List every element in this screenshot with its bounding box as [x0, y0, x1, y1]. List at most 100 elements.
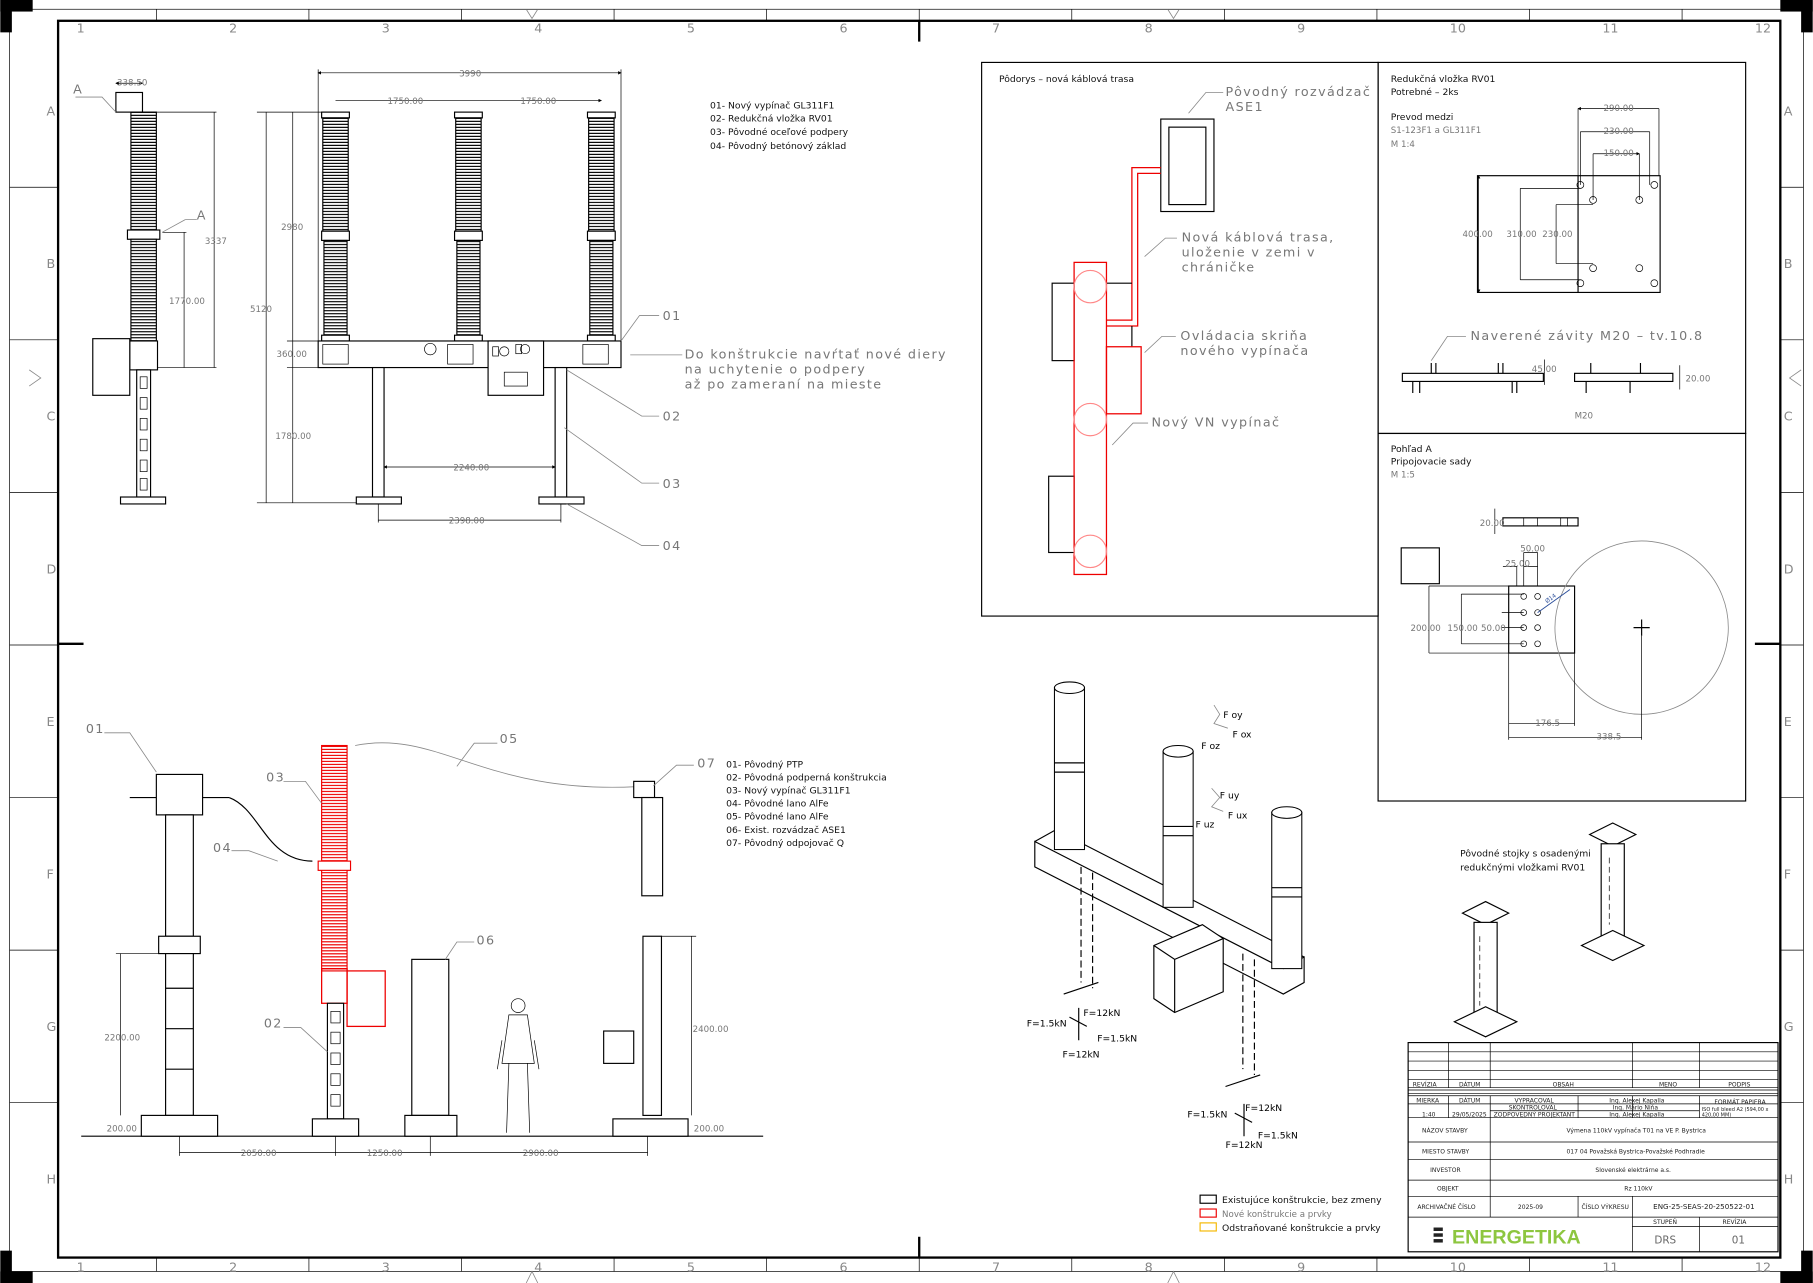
tb-header: OBSAH	[1553, 1082, 1574, 1089]
load-label: F=12kN	[1083, 1008, 1120, 1019]
plan-label: uloženie v zemi v	[1182, 245, 1316, 260]
force-label: F oz	[1201, 741, 1220, 752]
dim-label: 2200.00	[104, 1033, 140, 1043]
grid-column-label: 2	[229, 1259, 237, 1274]
grid-column-label: 3	[382, 20, 390, 35]
load-label: F=1.5kN	[1258, 1131, 1298, 1142]
dim-label: 1780.00	[275, 432, 311, 442]
plan-label: ASE1	[1226, 99, 1264, 114]
view-a-title: M 1:5	[1391, 470, 1415, 480]
logo-text: ENERGETIKA	[1452, 1227, 1581, 1249]
callout-07: 07	[697, 755, 716, 770]
grid-column-label: 8	[1145, 20, 1153, 35]
grid-row-label: H	[1784, 1172, 1794, 1187]
parts-list-item: 05- Pôvodné lano AlFe	[726, 812, 829, 823]
plan-title: Pôdorys – nová káblová trasa	[999, 74, 1134, 85]
detail-subtitle: Prevod medzi	[1391, 112, 1454, 123]
tb-label: ARCHIVAČNÉ ČÍSLO	[1417, 1203, 1475, 1211]
tb-label: FORMÁT PAPIERA	[1714, 1099, 1766, 1106]
plan-label: Nový VN vypínač	[1152, 415, 1281, 430]
load-label: F=12kN	[1226, 1140, 1263, 1151]
isometric-view	[1034, 681, 1305, 1137]
grid-row-label: H	[47, 1172, 57, 1187]
dim-label: 50.00	[1520, 544, 1545, 554]
note-line: až po zameraní na mieste	[685, 376, 883, 391]
grid-row-label: D	[1784, 561, 1794, 576]
callout-05: 05	[500, 731, 519, 746]
dim-label: 2050.00	[241, 1149, 277, 1159]
callout-01: 01	[663, 308, 682, 323]
grid-column-label: 6	[839, 1259, 847, 1274]
person-figure	[496, 998, 540, 1133]
grid-column-label: 1	[77, 20, 85, 35]
dim-label: 400.00	[1462, 230, 1492, 240]
dim-label: 3337	[205, 237, 227, 247]
tb-label: STUPEŇ	[1653, 1219, 1677, 1226]
dim-label: 200.00	[107, 1125, 137, 1135]
force-label: F oy	[1223, 710, 1243, 721]
grid-column-label: 4	[534, 20, 542, 35]
dim-label: 230.00	[1542, 230, 1572, 240]
tb-label: MIESTO STAVBY	[1422, 1149, 1469, 1156]
parts-list-item: 04- Pôvodné lano AlFe	[726, 799, 829, 810]
parts-list-item: 04- Pôvodný betónový základ	[710, 141, 846, 152]
tb-value: Rz 110kV	[1624, 1186, 1653, 1193]
drawing-number: ENG-25-SEAS-20-250522-01	[1653, 1202, 1754, 1211]
tb-value: 29/05/2025	[1452, 1112, 1487, 1119]
section-label-a: A	[197, 208, 207, 223]
legend: Existujúce konštrukcie, bez zmeny Nové k…	[1199, 1194, 1382, 1234]
callout-04: 04	[213, 840, 232, 855]
dim-label: 20.00	[1480, 519, 1505, 529]
plan-label: Nová káblová trasa,	[1182, 230, 1335, 245]
callout-02: 02	[663, 409, 682, 424]
view-a-title: Pohľad A	[1391, 444, 1433, 455]
plan-label: nového vypínača	[1180, 343, 1309, 358]
grid-row-label: G	[1784, 1019, 1794, 1034]
detail-subtitle: S1-123F1 a GL311F1	[1391, 126, 1481, 136]
breaker-pole	[321, 111, 350, 342]
grid-column-label: 10	[1450, 1259, 1466, 1274]
grid-row-label: F	[47, 866, 54, 881]
dim-label: 5120	[250, 305, 272, 315]
breaker-pole	[586, 111, 616, 342]
grid-column-label: 3	[382, 1259, 390, 1274]
grid-column-label: 7	[992, 1259, 1000, 1274]
view-a-title: Pripojovacie sady	[1391, 457, 1472, 468]
force-label: F ox	[1232, 729, 1252, 740]
grid-column-label: 9	[1297, 1259, 1305, 1274]
load-label: F=12kN	[1063, 1050, 1100, 1061]
dim-label: 176.5	[1535, 719, 1560, 729]
dim-label: 2398.00	[449, 517, 485, 527]
parts-list-item: 03- Nový vypínač GL311F1	[726, 786, 851, 797]
view-a-detail	[1377, 432, 1747, 802]
dim-label: 45.00	[1532, 365, 1557, 375]
parts-list-item: 03- Pôvodné oceľové podpery	[710, 127, 849, 138]
plan-label: Pôvodný rozvádzač	[1226, 84, 1372, 99]
adapter-detail-view	[1377, 61, 1747, 435]
parts-list-item: 02- Pôvodná podperná konštrukcia	[726, 773, 887, 784]
tb-label: VYPRACOVAL	[1514, 1098, 1554, 1105]
tb-label: ČÍSLO VÝKRESU	[1582, 1204, 1629, 1211]
parts-list-item: 02- Redukčná vložka RV01	[710, 113, 833, 124]
dim-label: 200.00	[694, 1125, 724, 1135]
grid-row-label: G	[47, 1019, 57, 1034]
tb-value: 017 04 Považská Bystrica-Považské Podhra…	[1566, 1149, 1705, 1156]
parts-list-item: 07- Pôvodný odpojovač Q	[726, 838, 844, 849]
grid-row-label: A	[1784, 104, 1793, 119]
energetika-logo: ENERGETIKA	[1433, 1227, 1581, 1249]
tb-label: SKONTROLOVAL	[1509, 1105, 1558, 1112]
dim-label: M20	[1575, 411, 1593, 421]
note-line: Do konštrukcie navŕtať nové diery	[685, 346, 947, 361]
grid-column-label: 2	[229, 20, 237, 35]
dim-label: 1770.00	[169, 297, 205, 307]
grid-column-label: 1	[77, 1259, 85, 1274]
dim-label: 230.00	[1603, 127, 1633, 137]
dim-label: 2400.00	[693, 1025, 729, 1035]
load-label: F=1.5kN	[1097, 1033, 1137, 1044]
callout-03: 03	[663, 476, 682, 491]
grid-column-label: 12	[1755, 1259, 1771, 1274]
dim-label: 150.00	[1603, 149, 1633, 159]
callout-03: 03	[266, 769, 285, 784]
tb-label: DÁTUM	[1459, 1098, 1480, 1105]
tb-header: REVÍZIA	[1413, 1082, 1438, 1089]
